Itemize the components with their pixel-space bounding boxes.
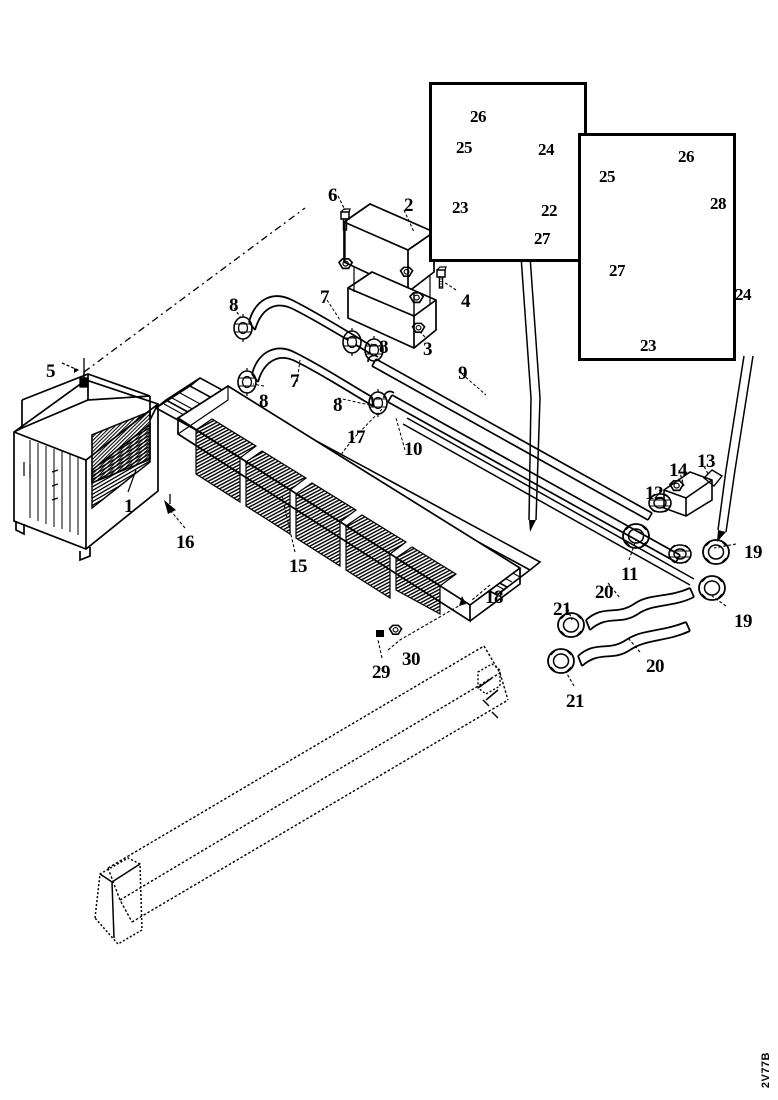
- callout-main-20a: 20: [595, 582, 614, 603]
- callout-main-8d: 8: [333, 395, 343, 416]
- refrigerant-line-9: [367, 354, 653, 521]
- callout-insetA-a25: 25: [456, 138, 473, 157]
- callout-main-6: 6: [328, 185, 338, 206]
- callout-main-10: 10: [404, 439, 423, 460]
- callout-main-11: 11: [621, 564, 638, 585]
- callout-insetB-b23: 23: [640, 336, 657, 355]
- callout-insetA-a26: 26: [470, 107, 487, 126]
- detail-box-b: [578, 133, 736, 361]
- callout-insetA-a22: 22: [541, 201, 558, 220]
- detail-box-a: [429, 82, 587, 262]
- item1-leader: [127, 469, 137, 493]
- callout-main-21a: 21: [553, 599, 572, 620]
- callout-main-30: 30: [402, 649, 421, 670]
- frame-outline: [83, 207, 306, 380]
- callout-insetB-b27: 27: [609, 261, 626, 280]
- callout-main-9: 9: [458, 363, 468, 384]
- callout-main-18: 18: [485, 587, 504, 608]
- callout-insetA-a27: 27: [534, 229, 551, 248]
- mounting-bracket: [343, 203, 437, 349]
- connector-block-12-14: [648, 469, 724, 517]
- callout-main-7b: 7: [290, 371, 300, 392]
- clamp-leaders: [233, 299, 487, 451]
- callout-main-12: 12: [645, 483, 664, 504]
- callout-insetA-a23: 23: [452, 198, 469, 217]
- callout-insetB-b25: 25: [599, 167, 616, 186]
- callout-main-4: 4: [461, 291, 471, 312]
- refrigerant-line-aux: [402, 417, 695, 586]
- callout-main-17: 17: [347, 427, 366, 448]
- callout-main-3: 3: [423, 339, 433, 360]
- callout-main-14: 14: [669, 460, 688, 481]
- callout-main-1: 1: [124, 496, 134, 517]
- condenser-unit: [13, 373, 159, 562]
- callout-main-13: 13: [697, 451, 716, 472]
- item5-leader: [61, 358, 89, 388]
- core-fin-blocks: [194, 418, 458, 616]
- bracket-fasteners: [338, 208, 447, 333]
- callout-main-8a: 8: [229, 295, 239, 316]
- hose-assembly-lower: [251, 347, 374, 407]
- callout-main-7a: 7: [320, 287, 330, 308]
- chassis-rail-assembly: [107, 645, 509, 923]
- callout-main-8c: 8: [379, 337, 389, 358]
- callout-main-5: 5: [46, 361, 56, 382]
- callout-main-16: 16: [176, 532, 195, 553]
- callout-main-20b: 20: [646, 656, 665, 677]
- inset-b-pointer: [717, 355, 754, 542]
- callout-insetB-b24: 24: [735, 285, 752, 304]
- callout-main-21b: 21: [566, 691, 585, 712]
- callout-insetA-a24: 24: [538, 140, 555, 159]
- item29-30-fastener: [376, 596, 466, 637]
- rail-mid-bracket: [477, 663, 501, 719]
- inset-a-pointer: [520, 255, 541, 532]
- hose-20-upper: [585, 587, 695, 631]
- item16-marker: [164, 494, 176, 514]
- callout-main-8b: 8: [259, 391, 269, 412]
- bracket-leaders: [337, 195, 457, 338]
- callout-main-29: 29: [372, 662, 391, 683]
- callout-insetB-b28: 28: [710, 194, 727, 213]
- hose-20-lower: [577, 621, 691, 667]
- callout-main-15: 15: [289, 556, 308, 577]
- core-housing: [176, 384, 522, 623]
- callout-main-2: 2: [404, 195, 414, 216]
- chassis-rail-end: [94, 677, 499, 945]
- callout-insetB-b26: 26: [678, 147, 695, 166]
- panel-leaders: [169, 439, 491, 659]
- drawing-number: 2V77B: [760, 1051, 772, 1088]
- callout-main-19b: 19: [734, 611, 753, 632]
- callout-main-19a: 19: [744, 542, 763, 563]
